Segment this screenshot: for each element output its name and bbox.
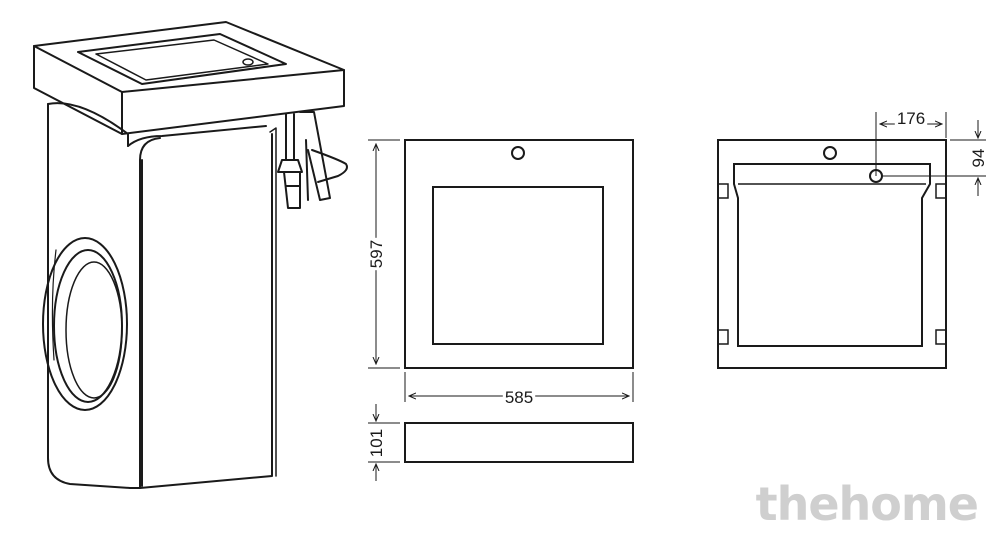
back-view-outer: [717, 139, 947, 369]
hole-offset-y-label: 94: [969, 149, 988, 168]
hole-offset-x-label: 176: [897, 109, 925, 128]
watermark-logo: thehome: [756, 477, 978, 531]
faucet-hole-icon: [511, 146, 525, 160]
isometric-washbasin-over-washer: [33, 21, 348, 489]
washbasin-slab: [33, 21, 345, 135]
front-view-bowl: [432, 186, 604, 345]
hole-offset-y-dimension: [882, 120, 986, 196]
side-view-slab: [404, 422, 634, 463]
back-view: [717, 139, 947, 369]
mounting-slot-icon: [718, 183, 729, 199]
front-height-label: 597: [367, 240, 386, 268]
dimension-label-background: [502, 388, 536, 407]
side-thickness-label: 101: [367, 429, 386, 457]
siphon-drain-pipe: [277, 111, 348, 209]
mounting-slot-icon: [935, 183, 946, 199]
mounting-slot-icon: [935, 329, 946, 345]
dimension-label-background: [367, 426, 386, 460]
front-width-label: 585: [505, 388, 533, 407]
dimension-label-background: [367, 237, 386, 271]
mounting-slot-icon: [718, 329, 729, 345]
front-view: [404, 139, 634, 369]
washer-porthole-door: [42, 237, 128, 411]
dimension-label-background: [894, 109, 928, 128]
front-view-outer: [404, 139, 634, 369]
washing-machine-body: [47, 102, 277, 489]
faucet-hole-icon: [823, 146, 837, 160]
back-view-inner-frame: [733, 163, 931, 347]
dimension-label-background: [969, 146, 988, 170]
side-thickness-dimension: [368, 404, 400, 481]
